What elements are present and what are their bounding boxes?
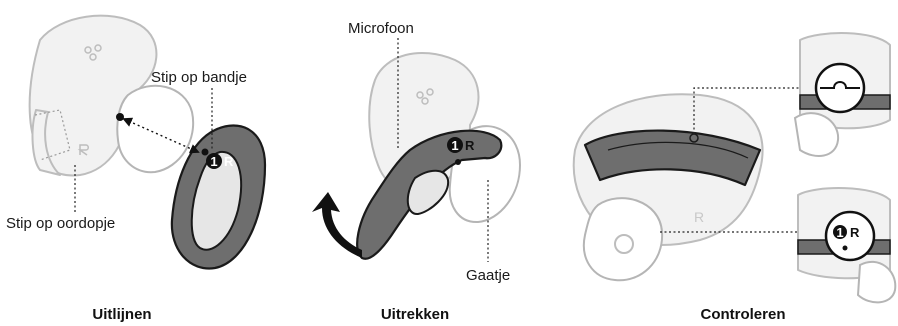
- label-microphone: Microfoon: [348, 20, 414, 37]
- label-band-dot: Stip op bandje: [151, 69, 247, 86]
- earbud-illustration-check: R: [574, 94, 763, 280]
- caption-stretch: Uitrekken: [381, 306, 449, 323]
- earbud-illustration-align: [30, 16, 194, 176]
- panel-stretch: 1 R Microfoon Gaatje Uitrekken: [312, 20, 520, 323]
- label-hole: Gaatje: [466, 267, 510, 284]
- earbud-dot: [116, 113, 124, 121]
- stretch-arrow: [312, 192, 362, 258]
- zoom-detail-bottom: 1 R: [798, 188, 895, 302]
- band-mark-letter: R: [224, 154, 234, 169]
- panel-align: 1 R Stip op bandje Stip op oordopje Uitl…: [6, 16, 265, 323]
- label-bud-dot: Stip op oordopje: [6, 215, 115, 232]
- stretch-band-mark-number: 1: [451, 138, 458, 153]
- zoom-mark-number: 1: [836, 225, 843, 240]
- check-band-bump: [690, 134, 698, 142]
- zoom-detail-top: [795, 33, 890, 156]
- panel-check: R 1 R Controleren: [574, 33, 896, 323]
- band-hole: [455, 159, 461, 165]
- caption-align: Uitlijnen: [92, 306, 151, 323]
- caption-check: Controleren: [700, 306, 785, 323]
- check-bud-letter: R: [694, 209, 704, 225]
- stretch-band-mark-letter: R: [465, 138, 475, 153]
- band-mark-number: 1: [210, 154, 217, 169]
- zoom-mark-letter: R: [850, 225, 860, 240]
- band-dot: [202, 149, 209, 156]
- zoom-hole: [843, 246, 848, 251]
